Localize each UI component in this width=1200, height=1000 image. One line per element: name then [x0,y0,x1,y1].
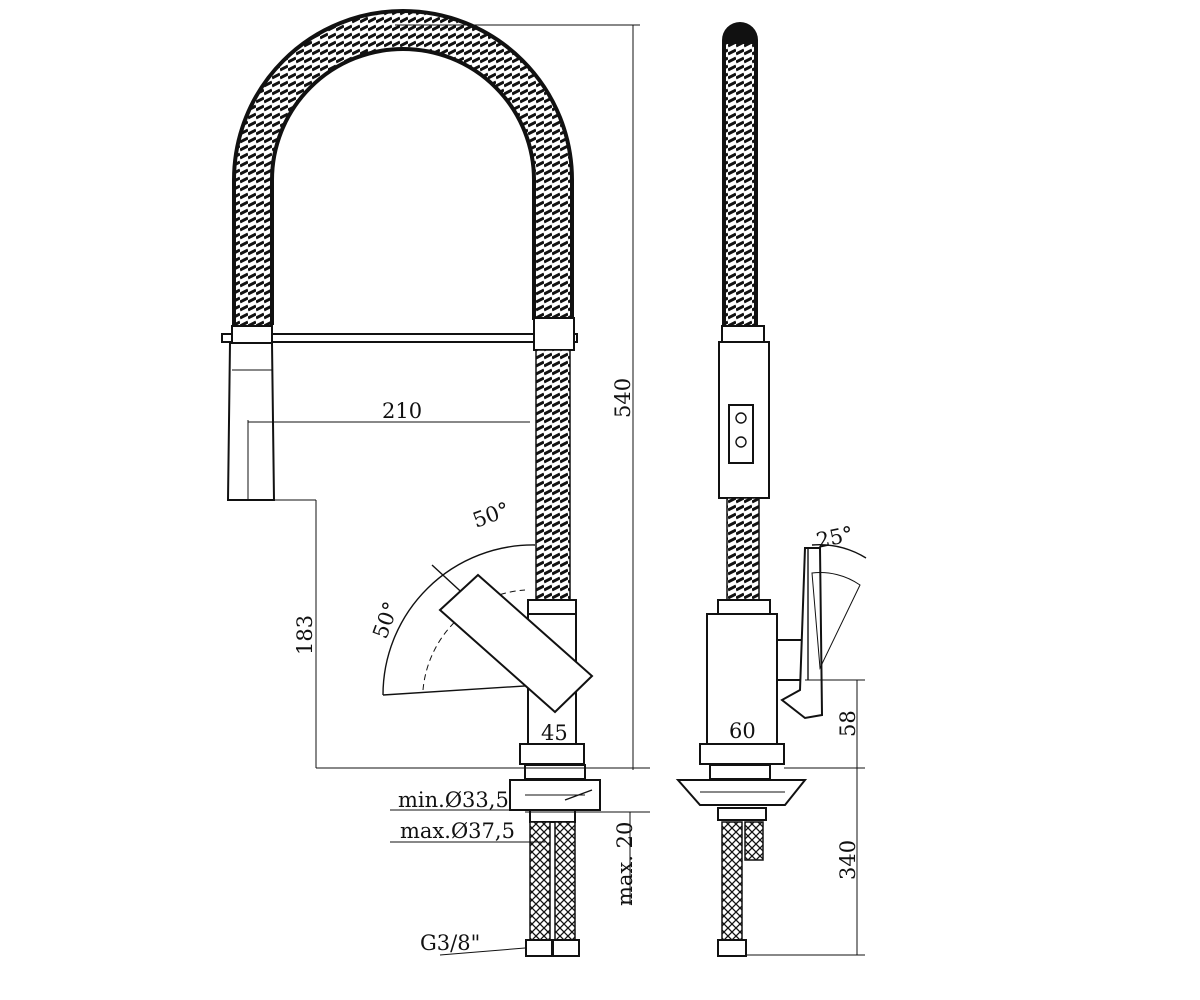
angle-arc-inner [422,589,526,691]
front-holder-bar [221,333,578,343]
side-hose-back [744,821,764,861]
dim-base-front: 45 [541,721,568,745]
side-collar [717,599,771,615]
dim-total-height: 540 [611,378,635,418]
front-mounting-nut [529,809,576,823]
front-lower-spring [535,349,571,603]
front-holder-clip-right [533,317,575,351]
dim-thread: G3/8" [420,931,480,955]
front-hose-left [529,821,551,941]
front-base [519,743,585,765]
side-holder [721,325,765,343]
dim-reach: 210 [382,399,422,423]
side-hose-nut [717,939,747,957]
dim-connection-length: 340 [836,840,860,880]
side-mounting-nut [717,807,767,821]
side-body [706,613,778,745]
dim-angle-top: 50° [470,497,513,532]
side-lever [780,547,824,720]
front-dimensions [248,24,650,956]
angle-arc-outer [382,544,536,696]
dim-spout-height: 183 [293,615,317,655]
dim-lever-side-height: 58 [836,710,860,737]
dim-hole-min: min.Ø33,5 [398,788,509,812]
front-holder-clip-left [231,325,273,344]
side-angle-arc [811,544,867,559]
front-lever [438,573,594,714]
side-shank-collar [709,764,771,780]
front-view [221,9,601,957]
front-shank-collar [524,764,586,780]
dim-hole-max: max.Ø37,5 [400,819,515,843]
dim-deck-thickness: max. 20 [613,822,637,906]
front-spring-hose-texture [236,13,570,325]
side-view [675,22,867,957]
side-lower-spring [726,497,760,601]
front-hose-nut-left [525,939,553,957]
side-spray-buttons [728,404,754,464]
dim-base-side: 60 [729,719,756,743]
side-base [699,743,785,765]
spray-button-top-icon [735,412,747,424]
dim-angle-side: 25° [814,522,855,553]
spray-button-bottom-icon [735,436,747,448]
side-dimensions [720,679,865,956]
side-hose [721,821,743,941]
front-collar [527,599,577,615]
front-hose-right [554,821,576,941]
front-hose-nut-right [552,939,580,957]
dim-angle-left: 50° [368,599,403,642]
side-lever-arc-fill [811,572,861,670]
